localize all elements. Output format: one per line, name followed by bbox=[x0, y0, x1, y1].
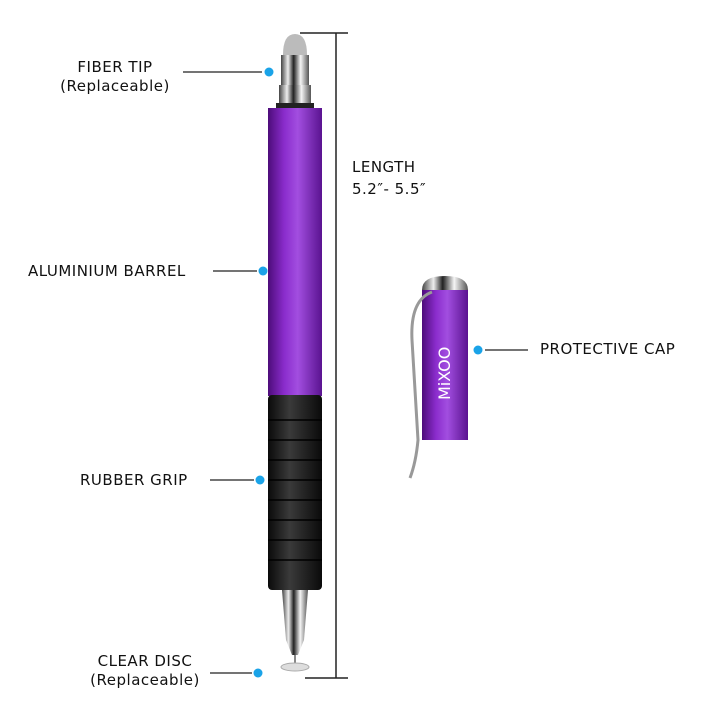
barrel-label: ALUMINIUM BARREL bbox=[28, 262, 186, 280]
protective-cap: MiXOO bbox=[408, 276, 468, 479]
rubber-grip bbox=[268, 395, 322, 590]
length-dimension-line bbox=[300, 32, 348, 679]
clear-disc-tip bbox=[280, 590, 310, 672]
barrel-dot bbox=[258, 266, 268, 276]
clear-disc-title: CLEAR DISC bbox=[97, 652, 193, 670]
fiber-tip-label: FIBER TIP (Replaceable) bbox=[40, 58, 190, 96]
clear-disc-subtitle: (Replaceable) bbox=[90, 671, 200, 689]
length-title: LENGTH bbox=[352, 158, 416, 176]
leader-lines bbox=[183, 71, 528, 674]
length-value: 5.2″- 5.5″ bbox=[352, 180, 427, 198]
disc-dot bbox=[253, 668, 263, 678]
grip-label: RUBBER GRIP bbox=[80, 471, 188, 489]
grip-dot bbox=[255, 475, 265, 485]
brand-logo: MiXOO bbox=[435, 347, 454, 400]
cap-dot bbox=[473, 345, 483, 355]
fiber-tip-dot bbox=[264, 67, 274, 77]
cap-label: PROTECTIVE CAP bbox=[540, 340, 676, 358]
clear-disc-label: CLEAR DISC (Replaceable) bbox=[70, 652, 220, 690]
fiber-tip-title: FIBER TIP bbox=[77, 58, 153, 76]
aluminium-barrel bbox=[268, 108, 322, 396]
fiber-tip bbox=[276, 34, 314, 109]
length-label: LENGTH 5.2″- 5.5″ bbox=[352, 156, 426, 200]
fiber-tip-subtitle: (Replaceable) bbox=[60, 77, 170, 95]
